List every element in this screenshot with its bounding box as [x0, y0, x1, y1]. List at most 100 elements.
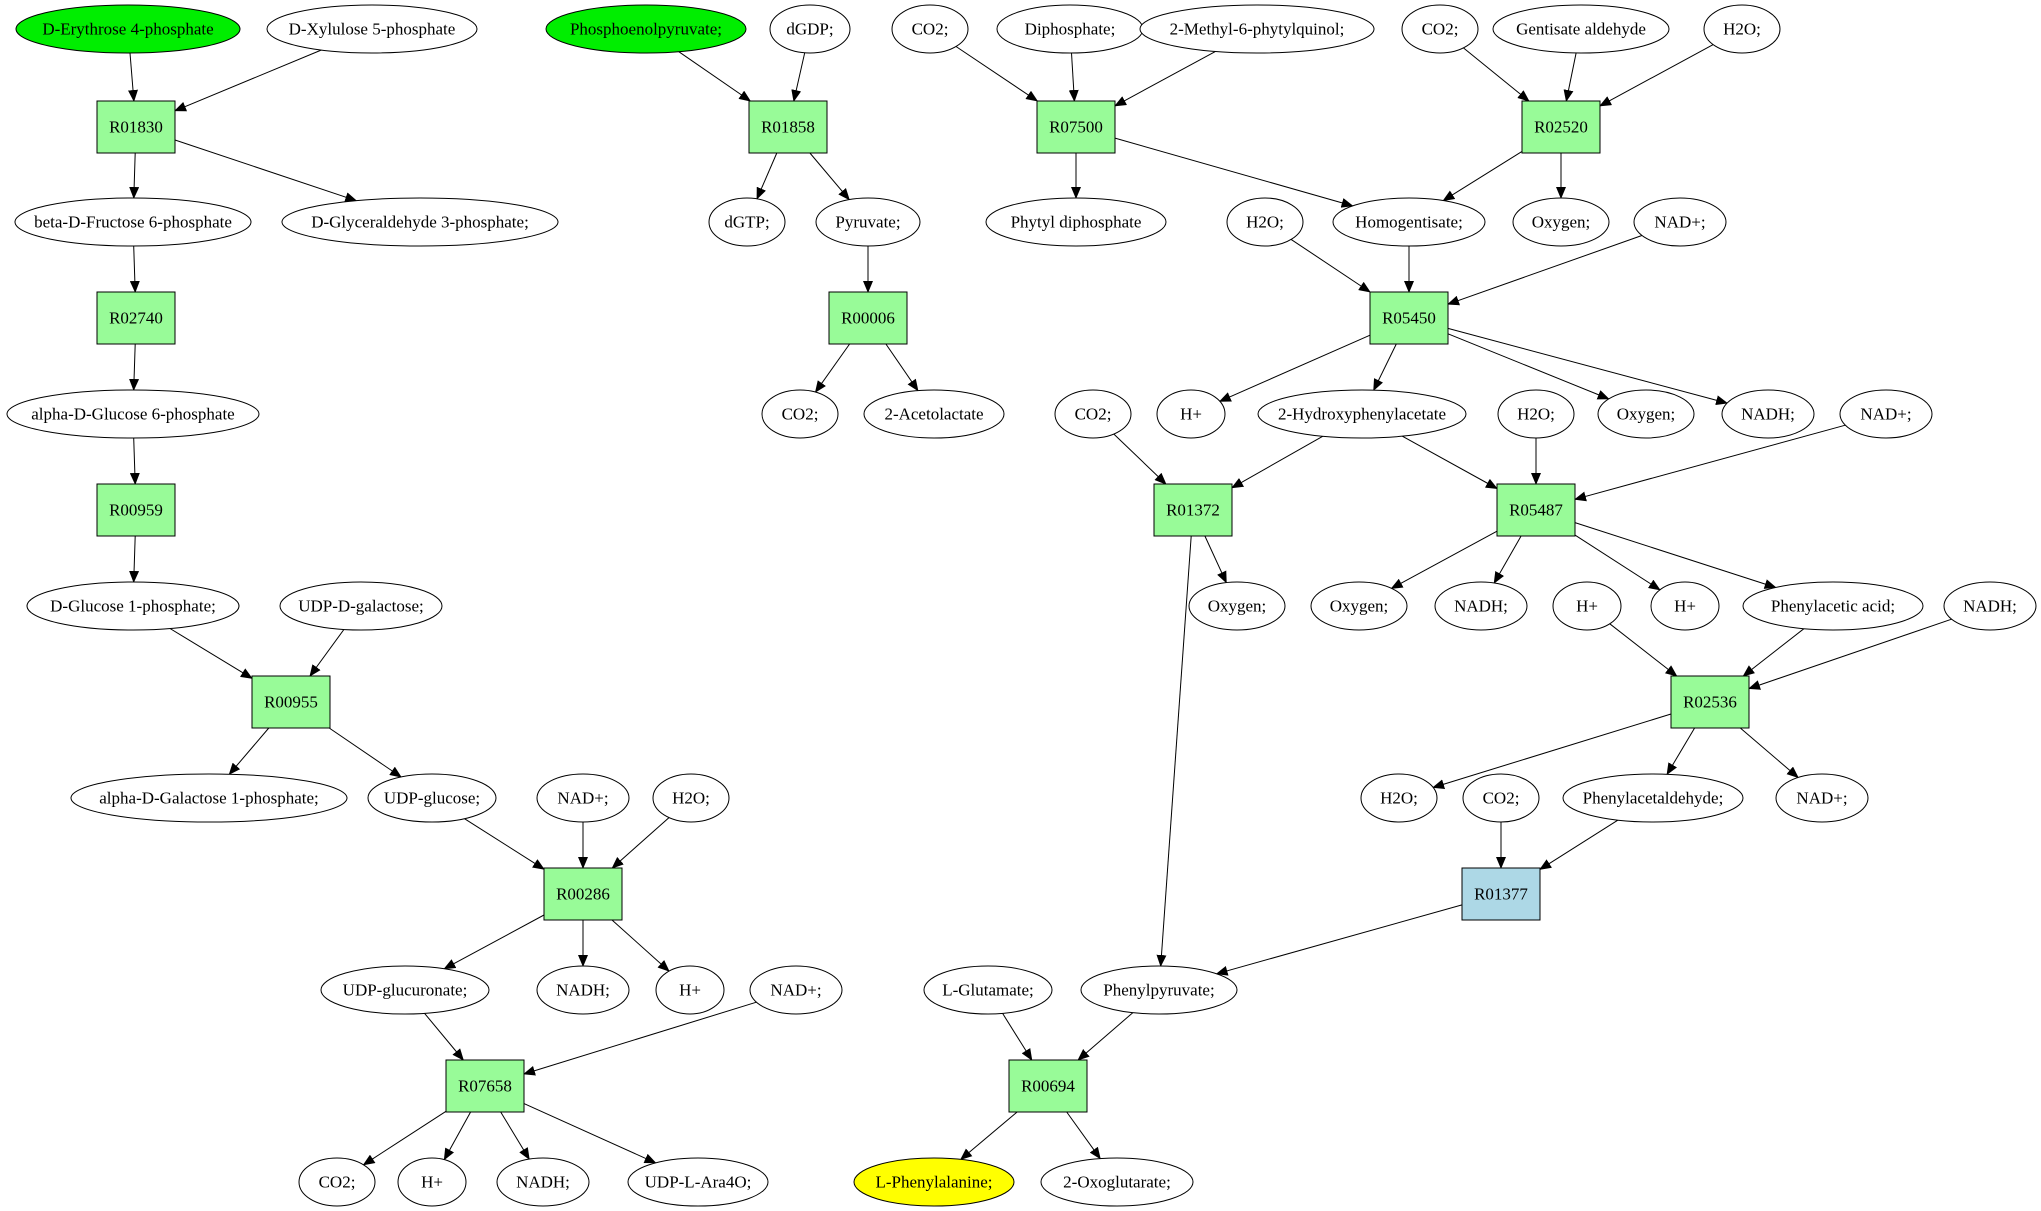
compound-label: H+ [1674, 597, 1696, 616]
edge-arrow [500, 1111, 530, 1160]
compound-ellipse [652, 773, 730, 823]
compound-ellipse [1775, 773, 1869, 823]
compound-node-c-udpara: UDP-L-Ara4O; [627, 1157, 769, 1207]
reaction-node-r02740: R02740 [96, 291, 176, 345]
compound-node-c-nadh3: NADH; [1721, 389, 1815, 439]
compound-node-c-udpgal: UDP-D-galactose; [279, 581, 443, 631]
compound-ellipse [70, 773, 348, 823]
reaction-box [1496, 483, 1576, 537]
compound-node-c-h2o3: H2O; [1226, 197, 1304, 247]
reaction-node-r00286: R00286 [543, 867, 623, 921]
compound-label: NADH; [1963, 597, 2017, 616]
compound-ellipse [1332, 197, 1486, 247]
compound-label: 2-Methyl-6-phytylquinol; [1170, 20, 1345, 39]
compound-node-c-nadp5: NAD+; [1775, 773, 1869, 823]
compound-label: CO2; [1075, 405, 1112, 424]
compound-label: H2O; [1723, 20, 1761, 39]
compound-ellipse [14, 197, 252, 247]
compound-label: CO2; [1422, 20, 1459, 39]
reaction-node-r00959: R00959 [96, 483, 176, 537]
compound-node-c-co2-2: CO2; [761, 389, 839, 439]
edge-arrow [1204, 535, 1227, 584]
compound-label: Gentisate aldehyde [1516, 20, 1646, 39]
compound-label: Oxygen; [1208, 597, 1267, 616]
compound-ellipse [1462, 773, 1540, 823]
compound-ellipse [1552, 581, 1622, 631]
compound-label: H2O; [1246, 213, 1284, 232]
edge-arrow [1666, 727, 1696, 776]
reaction-box [1153, 483, 1233, 537]
compound-ellipse [1492, 4, 1670, 54]
edge-arrow [464, 818, 545, 870]
compound-node-c-udpglcu: UDP-glucuronate; [320, 965, 490, 1015]
edge-arrow [678, 51, 752, 102]
reaction-node-r05487: R05487 [1496, 483, 1576, 537]
compound-node-c-pep: Phosphoenolpyruvate; [545, 4, 747, 54]
edge-arrow [1290, 238, 1371, 293]
reaction-box [1369, 291, 1449, 345]
edge-arrow [169, 628, 253, 679]
compound-ellipse [1943, 581, 2037, 631]
compound-node-c-h2o2: H2O; [1703, 4, 1781, 54]
reaction-label: R05487 [1509, 501, 1563, 520]
compound-node-c-oxy3: Oxygen; [1188, 581, 1286, 631]
edge-arrow [129, 343, 140, 391]
edge-arrow [611, 919, 670, 972]
compound-node-c-hp4: H+ [1552, 581, 1622, 631]
reaction-box [748, 100, 828, 154]
reaction-box [1036, 100, 1116, 154]
compound-ellipse [1188, 581, 1286, 631]
compound-node-c-lphe: L-Phenylalanine; [853, 1157, 1015, 1207]
edge-arrow [1215, 904, 1463, 976]
compound-node-c-nadp3: NAD+; [1633, 197, 1727, 247]
edge-arrow [1574, 534, 1661, 591]
compound-node-c-h2o1: H2O; [652, 773, 730, 823]
compound-node-c-hp3: H+ [1156, 389, 1226, 439]
compound-node-c-lglu: L-Glutamate; [923, 965, 1053, 1015]
reaction-box [445, 1059, 525, 1113]
compound-node-c-paa: Phenylacetic acid; [1742, 581, 1924, 631]
compound-ellipse [863, 389, 1005, 439]
edge-arrow [1231, 435, 1324, 489]
compound-ellipse [1257, 389, 1467, 439]
edge-arrow [523, 1103, 657, 1164]
compound-ellipse [749, 965, 843, 1015]
compound-label: D-Erythrose 4-phosphate [42, 20, 213, 39]
compound-ellipse [15, 4, 241, 54]
compound-label: Oxygen; [1532, 213, 1591, 232]
edge-arrow [1068, 52, 1079, 102]
reaction-node-r02536: R02536 [1670, 675, 1750, 729]
reaction-node-r07658: R07658 [445, 1059, 525, 1113]
reaction-box [828, 291, 908, 345]
compound-label: 2-Oxoglutarate; [1063, 1173, 1171, 1192]
edge-arrow [1113, 433, 1167, 485]
compound-node-c-agal1p: alpha-D-Galactose 1-phosphate; [70, 773, 348, 823]
compound-label: 2-Acetolactate [884, 405, 983, 424]
compound-node-c-nadh5: NADH; [1943, 581, 2037, 631]
reaction-label: R00006 [841, 309, 895, 328]
compound-ellipse [627, 1157, 769, 1207]
compound-ellipse [1434, 581, 1528, 631]
compound-node-c-hp5: H+ [1650, 581, 1720, 631]
compound-label: NAD+; [1860, 405, 1911, 424]
edge-arrow [1599, 44, 1714, 107]
edge-arrow [1066, 1111, 1101, 1160]
reaction-label: R02536 [1683, 693, 1737, 712]
compound-label: Oxygen; [1617, 405, 1676, 424]
reaction-node-r07500: R07500 [1036, 100, 1116, 154]
compound-label: UDP-glucuronate; [343, 981, 468, 1000]
edge-arrow [1447, 235, 1643, 306]
compound-ellipse [1839, 389, 1933, 439]
compound-node-c-acl: 2-Acetolactate [863, 389, 1005, 439]
edge-arrow [328, 727, 402, 778]
reaction-node-r01377: R01377 [1461, 867, 1541, 921]
edge-arrow [885, 343, 919, 392]
compound-node-c-nadh1: NADH; [536, 965, 630, 1015]
compound-label: NAD+; [770, 981, 821, 1000]
compound-node-c-phydp: Phytyl diphosphate [985, 197, 1167, 247]
edge-arrow [174, 139, 358, 202]
reaction-node-r02520: R02520 [1521, 100, 1601, 154]
edge-arrow [1563, 52, 1577, 102]
compound-label: Phytyl diphosphate [1011, 213, 1142, 232]
